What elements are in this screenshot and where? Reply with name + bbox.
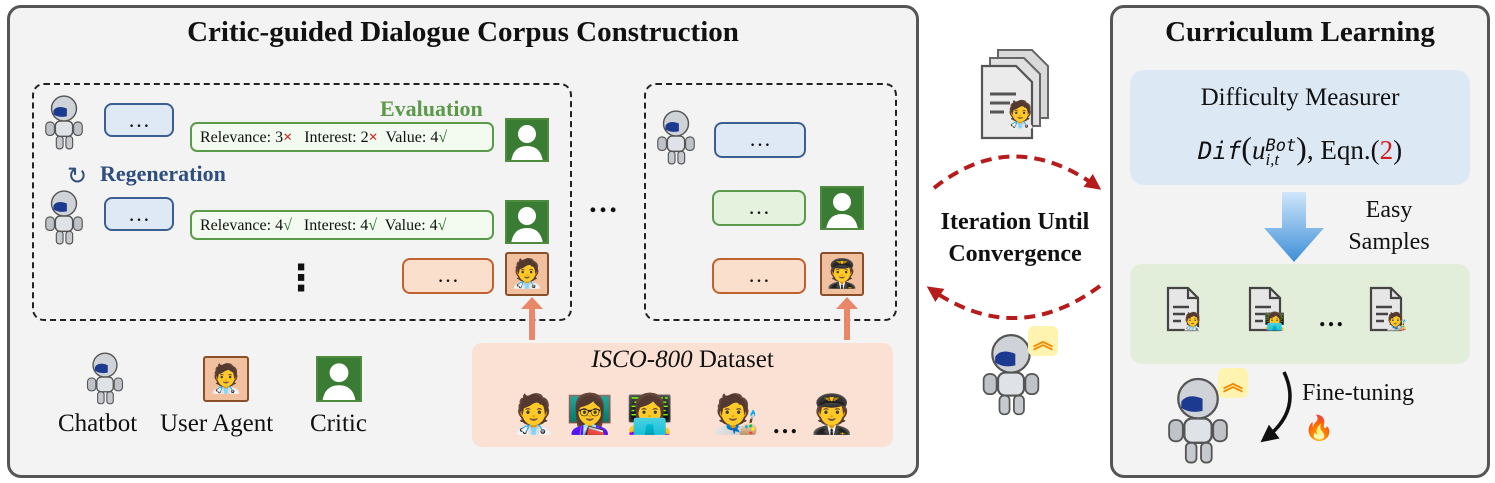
easy-samples-line-2: Samples	[1348, 229, 1430, 255]
interest-score: Interest: 4	[303, 217, 369, 234]
user-agent-icon: 🧑‍⚕️	[505, 252, 549, 296]
pass-mark: √	[438, 129, 448, 146]
interest-score: Interest: 2	[304, 129, 369, 146]
iteration-arrows	[926, 154, 1102, 320]
doctor-emoji: 🧑‍⚕️	[1182, 312, 1204, 331]
chatbot-icon	[40, 93, 88, 151]
right-panel-title: Curriculum Learning	[1165, 16, 1435, 48]
stacked-documents-icon	[980, 49, 1049, 140]
dataset-ellipsis: …	[772, 410, 798, 439]
formula-eqn-number: 2	[1379, 135, 1394, 165]
user-agent-icon: 🧑‍✈️	[820, 252, 864, 296]
chatbot-icon	[40, 188, 88, 246]
document-doctor-emoji: 🧑‍⚕️	[1004, 100, 1037, 129]
difficulty-measurer-title: Difficulty Measurer	[1200, 84, 1400, 111]
easy-samples-line-1: Easy	[1365, 197, 1413, 223]
dataset-name: ISCO-800	[591, 346, 693, 373]
legend-critic-icon	[316, 356, 362, 402]
fine-tuning-label: Fine-tuning	[1302, 380, 1414, 406]
dataset-box	[472, 343, 893, 447]
fail-mark: ×	[368, 129, 378, 146]
critic-bubble: …	[712, 190, 806, 226]
teacher-emoji: 👩‍🏫	[566, 392, 614, 436]
difficulty-measurer-box	[1130, 70, 1470, 185]
chatbot-bubble-2: …	[104, 197, 174, 231]
easy-samples-label: Easy Samples	[1334, 194, 1444, 258]
relevance-score: Relevance: 3	[200, 129, 284, 146]
critic-icon	[505, 200, 549, 244]
artist-emoji: 🧑‍🎨	[712, 392, 760, 436]
fire-icon: 🔥	[1304, 416, 1334, 442]
chatbot-icon	[652, 108, 700, 166]
down-arrow-icon	[1264, 192, 1324, 262]
upgrade-chevron-icon: ︽	[1028, 326, 1058, 356]
formula-superscript: Bot	[1265, 135, 1297, 156]
iteration-label: Iteration Until Convergence	[920, 206, 1110, 270]
formula-variable: u	[1251, 135, 1266, 165]
legend-chatbot-label: Chatbot	[58, 410, 138, 437]
pass-mark: √	[437, 217, 447, 234]
pass-mark: √	[368, 217, 378, 234]
horizontal-ellipsis: …	[588, 186, 618, 219]
upgrade-chevron-icon: ︽	[1218, 368, 1248, 398]
pilot-emoji: 🧑‍✈️	[824, 259, 860, 290]
regeneration-label: Regeneration	[100, 161, 226, 186]
legend-user-agent-icon: 🧑‍⚕️	[203, 356, 249, 402]
technologist-emoji: 👩‍💻	[1264, 312, 1286, 331]
user-agent-bubble: …	[712, 258, 806, 294]
critic-icon	[820, 186, 864, 230]
left-panel-title: Critic-guided Dialogue Corpus Constructi…	[187, 16, 739, 48]
legend-chatbot-icon	[82, 350, 128, 406]
evaluation-scores-row-2: Relevance: 4√ Interest: 4√ Value: 4√	[190, 210, 494, 240]
legend-critic-label: Critic	[310, 410, 367, 437]
dataset-suffix: Dataset	[692, 346, 774, 373]
formula-dif: Dif	[1197, 137, 1242, 165]
chatbot-bubble-3: …	[714, 122, 806, 158]
dataset-title: ISCO-800 Dataset	[472, 346, 893, 374]
iteration-label-line-1: Iteration Until	[940, 209, 1090, 235]
fail-mark: ×	[283, 129, 293, 146]
pass-mark: √	[283, 217, 292, 234]
evaluation-label: Evaluation	[380, 96, 483, 121]
user-agent-bubble: …	[402, 258, 494, 294]
formula-eqn-text: , Eqn.(	[1306, 135, 1380, 165]
value-score: Value: 4	[385, 129, 439, 146]
doctor-emoji: 🧑‍⚕️	[509, 259, 545, 290]
evaluation-scores-row-1: Relevance: 3× Interest: 2× Value: 4√	[190, 122, 494, 152]
legend-user-agent-label: User Agent	[160, 410, 274, 437]
relevance-score: Relevance: 4	[200, 217, 284, 234]
critic-icon	[505, 118, 549, 162]
pilot-emoji: 🧑‍✈️	[808, 392, 856, 436]
vertical-ellipsis: ⋮	[283, 258, 319, 299]
samples-ellipsis: …	[1318, 303, 1344, 332]
formula-eqn-close: )	[1393, 135, 1403, 165]
dataset-to-dialogue-arrows	[521, 297, 858, 340]
iteration-label-line-2: Convergence	[948, 241, 1082, 267]
doctor-emoji: 🧑‍⚕️	[510, 392, 558, 436]
formula-subscript: i,t	[1265, 149, 1280, 169]
value-score: Value: 4	[384, 217, 438, 234]
fine-tuning-arrow	[1260, 371, 1292, 443]
chatbot-bubble-1: …	[104, 103, 174, 137]
doctor-emoji: 🧑‍⚕️	[208, 364, 244, 395]
artist-emoji: 🧑‍🎨	[1386, 312, 1408, 331]
regeneration-icon: ↻	[67, 162, 88, 190]
technologist-emoji: 👩‍💻	[626, 392, 674, 436]
